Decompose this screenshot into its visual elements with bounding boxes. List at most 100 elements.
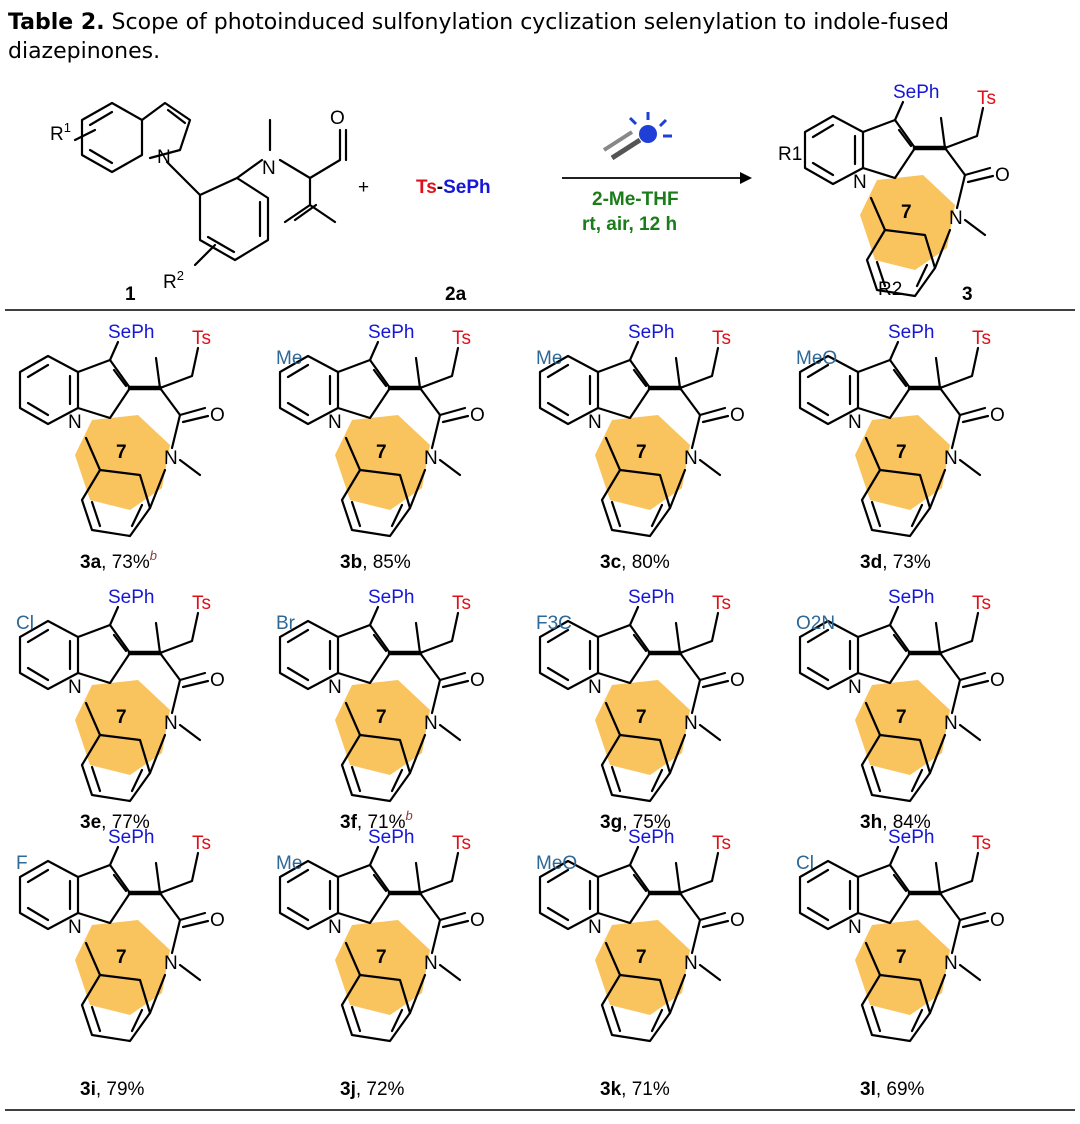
atom-n-indole: N [157, 147, 171, 168]
carbonyl-o: O [995, 165, 1010, 186]
seph-label: SePh [893, 82, 939, 103]
reagent-2a: Ts-SePh 2a [416, 177, 491, 305]
substituent-label: Br [276, 613, 296, 634]
product-caption: 3b, 85% [340, 552, 411, 573]
substituent-label: Me [536, 348, 562, 369]
ts-label: Ts [192, 328, 211, 349]
r1-label: R1 [50, 120, 71, 145]
indole-n: N [848, 677, 862, 698]
substituent-label: Me [276, 853, 302, 874]
amide-n: N [684, 713, 698, 734]
seph-label: SePh [108, 587, 154, 608]
carbonyl-o: O [210, 670, 225, 691]
indole-n: N [853, 172, 867, 193]
seph-label: SePh [108, 827, 154, 848]
product-caption: 3g, 75% [600, 812, 671, 833]
plus-sign: + [358, 177, 369, 198]
ring-seven: 7 [636, 947, 647, 968]
carbonyl-o: O [210, 910, 225, 931]
substituent-label: MeO [536, 853, 577, 874]
ts-label: Ts [712, 593, 731, 614]
product-caption: 3j, 72% [340, 1079, 405, 1100]
indole-n: N [328, 412, 342, 433]
seph-label: SePh [628, 322, 674, 343]
ring-seven: 7 [376, 947, 387, 968]
seph-label: SePh [628, 827, 674, 848]
substituent-label: Cl [796, 853, 814, 874]
ts-label: Ts [712, 328, 731, 349]
carbonyl-o: O [210, 405, 225, 426]
caption-text: Scope of photoinduced sulfonylation cycl… [8, 10, 949, 64]
product-3a: SePh TsO N N 7 3a, 73%b [18, 322, 225, 573]
indole-n: N [588, 412, 602, 433]
amide-n: N [424, 713, 438, 734]
product-caption: 3h, 84% [860, 812, 931, 833]
svg-text:Ts-SePh: Ts-SePh [416, 177, 491, 198]
product-caption: 3k, 71% [600, 1079, 670, 1100]
amide-n: N [164, 953, 178, 974]
sm-label: 1 [125, 284, 136, 305]
ring-seven: 7 [896, 442, 907, 463]
ts-label: Ts [192, 833, 211, 854]
product-label: 3 [962, 284, 973, 305]
substituent-label: Cl [16, 613, 34, 634]
atom-n: N [262, 158, 276, 179]
product-caption: 3c, 80% [600, 552, 670, 573]
indole-n: N [328, 677, 342, 698]
reagent-seph: SePh [443, 177, 491, 198]
atom-o: O [330, 108, 345, 129]
carbonyl-o: O [470, 910, 485, 931]
carbonyl-o: O [730, 405, 745, 426]
ring-seven: 7 [636, 442, 647, 463]
seph-label: SePh [368, 322, 414, 343]
condition-temp: rt, air, 12 h [582, 214, 677, 235]
product-caption: 3i, 79% [80, 1079, 145, 1100]
indole-n: N [328, 917, 342, 938]
carbonyl-o: O [730, 910, 745, 931]
amide-n: N [944, 953, 958, 974]
r2-label: R2 [163, 268, 184, 293]
seph-label: SePh [368, 587, 414, 608]
amide-n: N [164, 448, 178, 469]
ring-seven: 7 [376, 707, 387, 728]
ring-seven: 7 [896, 707, 907, 728]
carbonyl-o: O [990, 910, 1005, 931]
product-caption: 3e, 77% [80, 812, 150, 833]
product-caption: 3l, 69% [860, 1079, 925, 1100]
seph-label: SePh [888, 322, 934, 343]
indole-n: N [68, 412, 82, 433]
amide-n: N [424, 448, 438, 469]
reagent-label: 2a [445, 284, 467, 305]
starting-material-1: N O N R1 R2 1 [50, 101, 348, 305]
product-caption: 3a, 73%b [80, 548, 157, 573]
caption-label: Table 2. [8, 10, 105, 35]
carbonyl-o: O [990, 405, 1005, 426]
amide-n: N [684, 953, 698, 974]
indole-n: N [68, 917, 82, 938]
substituent-label: F3C [536, 613, 572, 634]
seph-label: SePh [368, 827, 414, 848]
seph-label: SePh [628, 587, 674, 608]
ts-label: Ts [192, 593, 211, 614]
carbonyl-o: O [470, 405, 485, 426]
carbonyl-o: O [730, 670, 745, 691]
ring-seven: 7 [116, 947, 127, 968]
seph-label: SePh [108, 322, 154, 343]
ring-seven: 7 [116, 707, 127, 728]
amide-n: N [944, 713, 958, 734]
ring-seven: 7 [636, 707, 647, 728]
ring-seven: 7 [116, 442, 127, 463]
substituent-label: Me [276, 348, 302, 369]
product-caption: 3d, 73% [860, 552, 931, 573]
amide-n: N [164, 713, 178, 734]
indole-n: N [848, 412, 862, 433]
